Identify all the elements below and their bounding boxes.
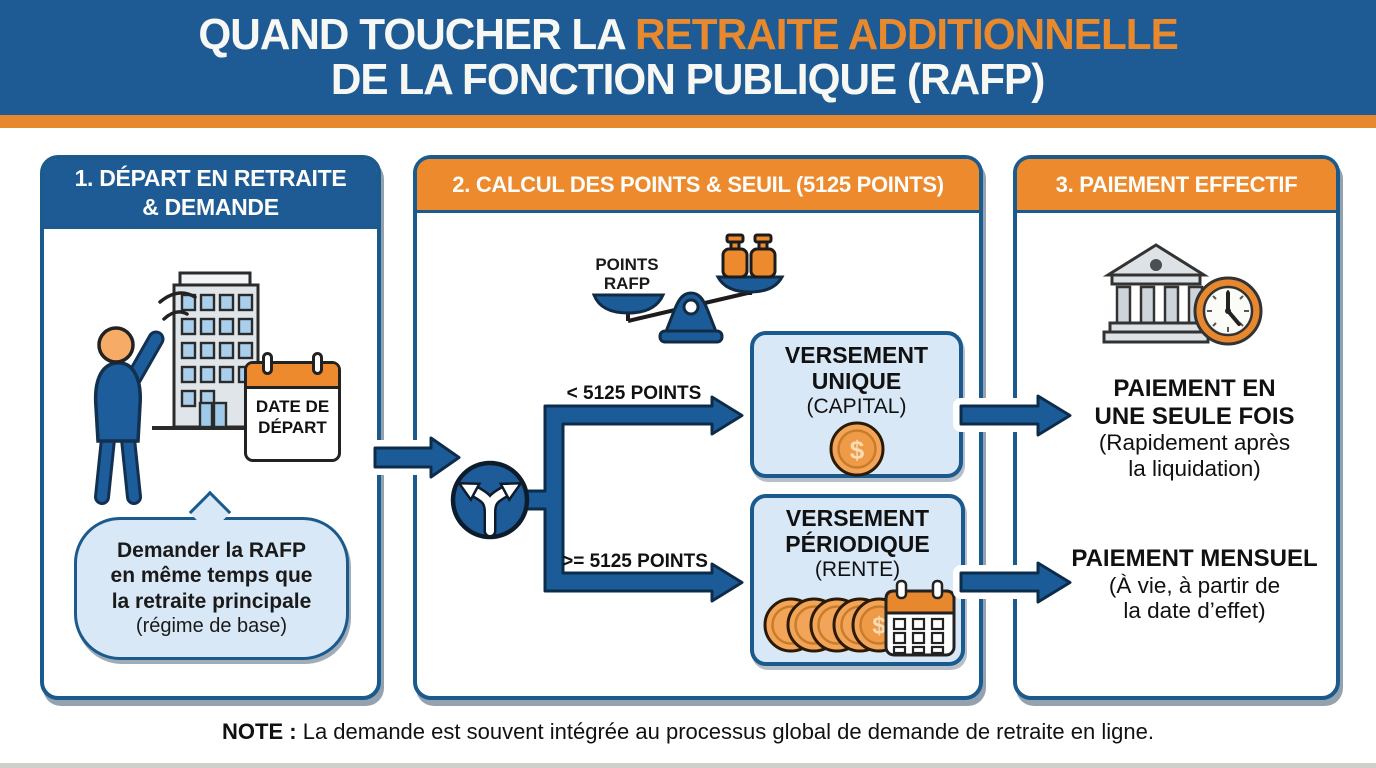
monthly-normal1: (À vie, à partir de [1108,572,1281,598]
step1-title: 1. DÉPART EN RETRAITE & DEMANDE [44,159,377,229]
coin-stack-icon: $ [763,597,906,653]
scale-left-pan [592,293,666,315]
clock-icon [1193,276,1263,346]
retirement-scene-icon [93,271,262,505]
panel-step2-calcul: 2. CALCUL DES POINTS & SEUIL (5125 POINT… [413,155,983,700]
single-normal2: la liquidation) [1128,456,1261,482]
bottom-edge-strip [0,763,1376,768]
header-banner: QUAND TOUCHER LA RETRAITE ADDITIONNELLE … [0,0,1376,115]
coin-icon: $ [829,421,884,477]
calendar-header [247,364,338,389]
speech-bubble: Demander la RAFP en même temps que la re… [74,517,349,660]
calendar-label-line2: DÉPART [258,418,327,438]
versement-unique-box: VERSEMENT UNIQUE (CAPITAL) $ [750,331,963,478]
scale-right-pan [715,275,785,294]
coins-calendar-icon: $ [763,579,955,657]
outcome-monthly-payment: PAIEMENT MENSUEL (À vie, à partir de la … [1057,545,1332,624]
step1-title-line2: & DEMANDE [142,193,279,220]
periodic-line3: (RENTE) [814,557,901,581]
monthly-normal2: la date d’effet) [1123,598,1266,624]
single-normal1: (Rapidement après [1098,430,1291,456]
main-title-highlight: RETRAITE ADDITIONNELLE [634,9,1179,59]
dollar-symbol: $ [849,435,864,465]
points-label-line2: RAFP [603,273,651,293]
single-bold1: PAIEMENT EN [1113,375,1276,402]
threshold-under-label: < 5125 POINTS [566,383,702,404]
unique-line3: (CAPITAL) [806,394,907,418]
bubble-line4: (régime de base) [135,615,288,638]
single-bold2: UNE SEULE FOIS [1094,402,1295,430]
outcome-single-payment: PAIEMENT EN UNE SEULE FOIS (Rapidement a… [1057,375,1332,482]
unique-line1: VERSEMENT [784,342,929,368]
footer-note: NOTE : La demande est souvent intégrée a… [0,719,1376,745]
dollar-symbol: $ [872,613,886,640]
panel-step3-paiement: 3. PAIEMENT EFFECTIF [1013,155,1340,700]
periodic-line2: PÉRIODIQUE [785,530,930,557]
main-title-line2: DE LA FONCTION PUBLIQUE (RAFP) [331,54,1045,104]
weights-icon [721,233,777,279]
calendar-ring-icon [262,352,273,375]
calendar-ring-icon [312,352,323,375]
bank-clock-icon [1102,243,1263,346]
building-icon [172,271,260,429]
scale-base [658,329,724,344]
points-rafp-label: POINTS RAFP [557,255,697,293]
step2-title: 2. CALCUL DES POINTS & SEUIL (5125 POINT… [417,159,979,213]
points-label-line1: POINTS [595,255,659,274]
step1-title-line1: 1. DÉPART EN RETRAITE [74,165,347,192]
periodic-line1: VERSEMENT [785,505,930,531]
main-title-line1: QUAND TOUCHER LA RETRAITE ADDITIONNELLE [198,9,1179,59]
mini-calendar-icon [884,579,955,657]
unique-line2: UNIQUE [811,367,902,394]
main-title-part1: QUAND TOUCHER LA [198,9,625,59]
threshold-over-label: >= 5125 POINTS [562,551,708,572]
note-label: NOTE : [222,719,303,744]
monthly-bold1: PAIEMENT MENSUEL [1071,545,1318,572]
calendar-label-line1: DATE DE [255,397,330,416]
step3-title: 3. PAIEMENT EFFECTIF [1017,159,1336,213]
person-waving-icon [93,326,165,505]
bubble-line1: Demander la RAFP [116,538,307,562]
note-text: La demande est souvent intégrée au proce… [302,719,1154,744]
versement-periodique-box: VERSEMENT PÉRIODIQUE (RENTE) $ [750,494,965,666]
balance-scale-icon [592,233,785,344]
bank-icon [1102,243,1210,344]
bubble-line3: la retraite principale [111,589,312,613]
bubble-line2: en même temps que [110,564,313,588]
panel-step1-depart: 1. DÉPART EN RETRAITE & DEMANDE [40,155,381,700]
departure-calendar-icon: DATE DE DÉPART [244,352,341,462]
header-accent-bar [0,115,1376,128]
calendar-label: DATE DE DÉPART [247,396,338,439]
wave-lines-icon [158,291,197,321]
